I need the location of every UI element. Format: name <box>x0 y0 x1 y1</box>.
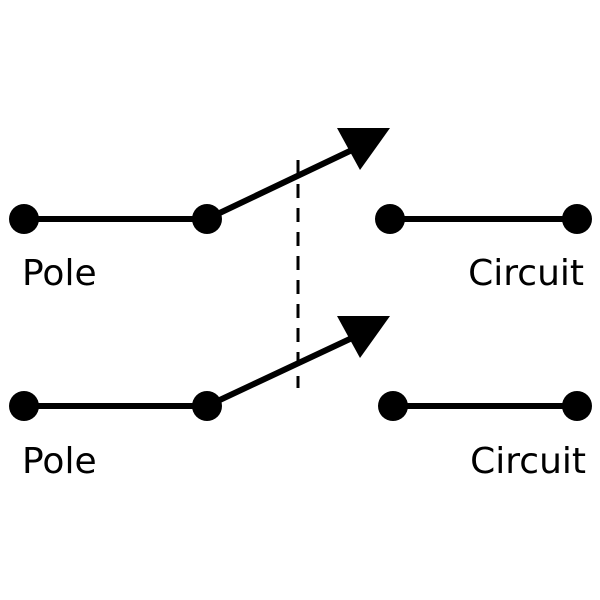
upper-pole-label: Pole <box>22 253 97 294</box>
upper-circuit-contact-terminal <box>375 204 405 234</box>
lower-circuit-label: Circuit <box>470 441 586 482</box>
lower-pole-left-terminal <box>9 391 39 421</box>
upper-switch: Pole Circuit <box>9 128 592 294</box>
lower-pole-label: Pole <box>22 441 97 482</box>
upper-switch-blade <box>204 147 355 222</box>
lower-blade-arrowhead <box>337 316 390 358</box>
lower-switch: Pole Circuit <box>9 316 592 482</box>
lower-switch-blade <box>204 335 355 409</box>
upper-pole-left-terminal <box>9 204 39 234</box>
lower-circuit-contact-terminal <box>378 391 408 421</box>
lower-circuit-right-terminal <box>562 391 592 421</box>
upper-circuit-label: Circuit <box>468 253 584 294</box>
upper-circuit-right-terminal <box>562 204 592 234</box>
upper-blade-arrowhead <box>337 128 390 170</box>
